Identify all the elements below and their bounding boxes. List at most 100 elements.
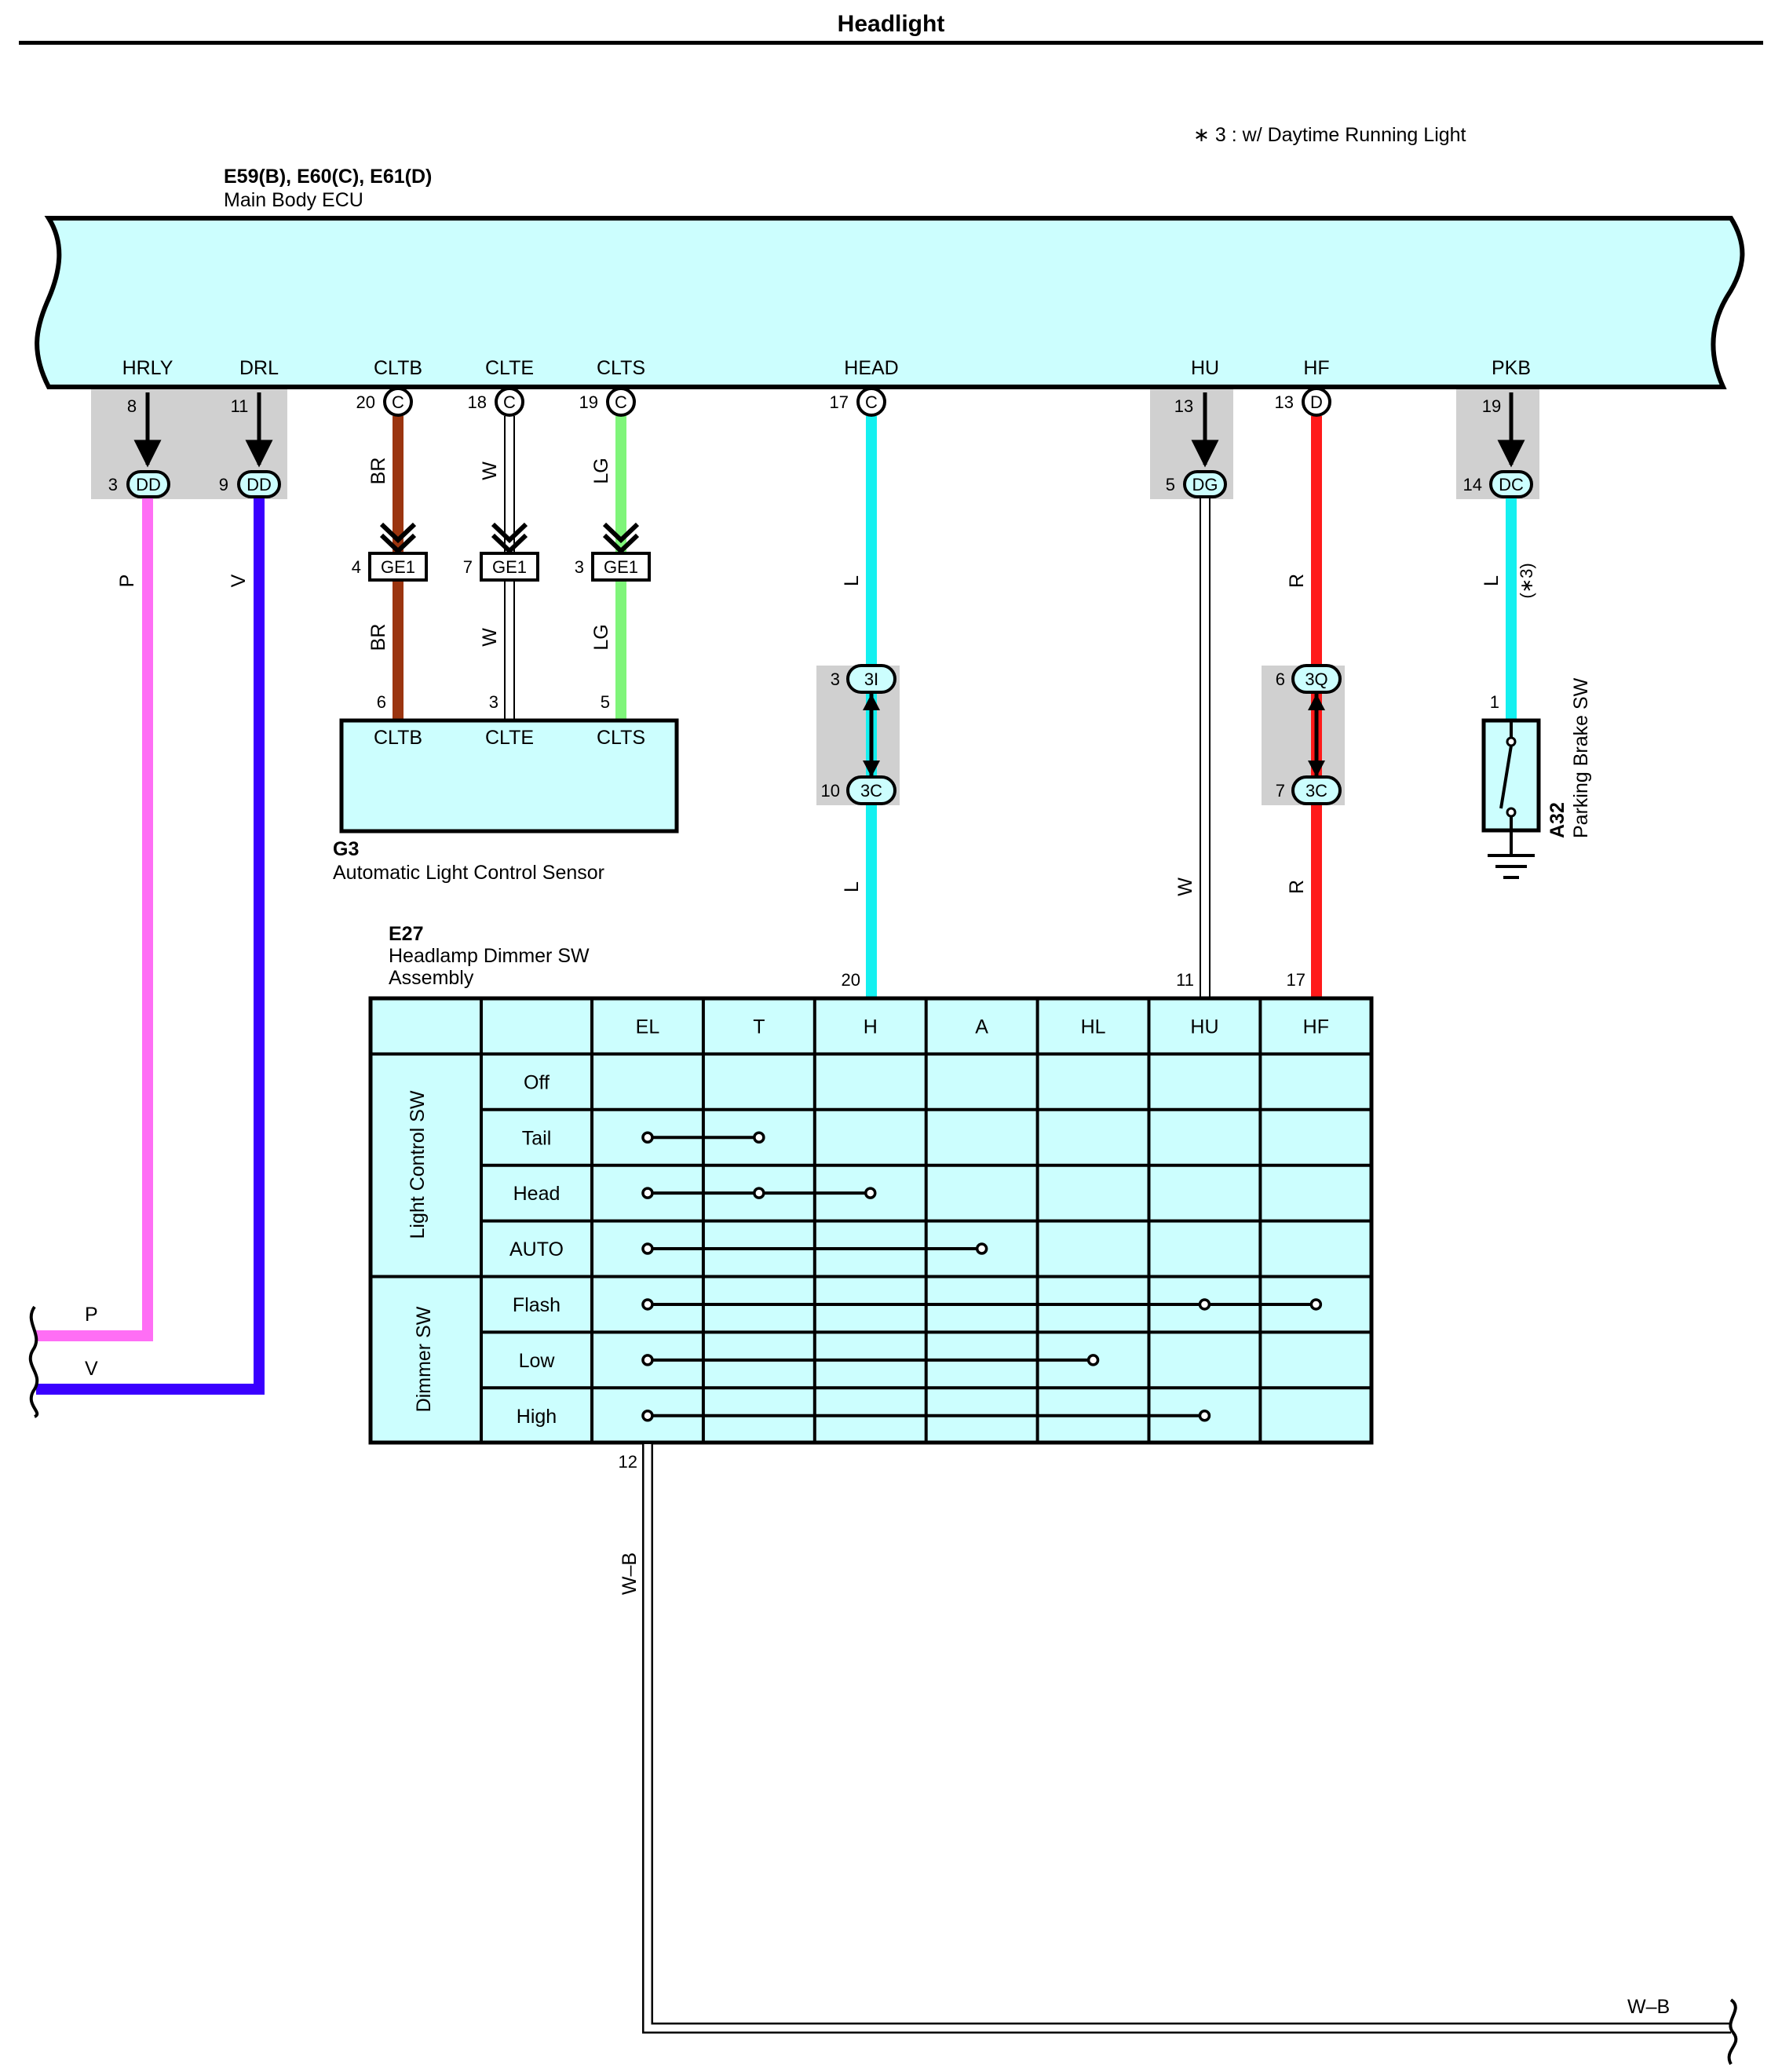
cltb-color-code-lower: BR — [367, 624, 389, 651]
dimmer-code: E27 — [389, 923, 423, 945]
head-color-code-upper: L — [841, 575, 863, 586]
hf-junction-3c-pin: 7 — [1276, 781, 1285, 801]
clts-ge1-pin: 3 — [575, 557, 584, 577]
dimmer-row-label: Off — [524, 1071, 550, 1093]
cltb-color-code-upper: BR — [367, 458, 389, 485]
cltb-ge1-connector — [368, 552, 428, 582]
drl-junction-pin: 9 — [219, 475, 228, 494]
dimmer-column-header: HF — [1303, 1016, 1329, 1038]
wire-pkb: 19 DC 14 L (∗3) 1 — [1463, 392, 1536, 720]
hu-junction-pin: 5 — [1166, 475, 1175, 494]
cltb-ge1-label: GE1 — [381, 557, 415, 577]
dimmer-group-dimmer: Dimmer SW — [413, 1306, 435, 1412]
hf-junction-arrow-down — [1308, 761, 1325, 777]
wire-hrly: 8 DD 3 P P — [36, 392, 170, 1341]
hu-junction-label: DG — [1192, 475, 1218, 494]
hf-junction-3q — [1291, 664, 1342, 694]
wire-clts: C 19 GE1 3 LG LG 5 — [575, 387, 651, 720]
ecu-terminal-hf: HF — [1303, 357, 1329, 379]
clts-color-code-lower: LG — [590, 624, 612, 650]
pkb-junction-tag — [1489, 470, 1533, 498]
dimmer-connection-dot — [1198, 1298, 1211, 1311]
head-pin-top: 17 — [830, 392, 849, 412]
drl-color-code-bottom: V — [85, 1358, 98, 1380]
ground-color-code-end: W–B — [1627, 1996, 1670, 2018]
clts-sensor-pin: 5 — [601, 692, 610, 712]
parking-sw-name: Parking Brake SW — [1570, 677, 1592, 838]
ecu-terminal-hu: HU — [1191, 357, 1219, 379]
drl-color-code: V — [228, 574, 250, 587]
dimmer-connection-dot — [1309, 1298, 1323, 1311]
head-junction-arrow-up — [863, 694, 880, 710]
pkb-color-code: L — [1481, 575, 1503, 586]
ground-color-code: W–B — [619, 1552, 641, 1595]
hf-color-code-lower: R — [1286, 880, 1308, 894]
pkb-star-note: (∗3) — [1517, 563, 1536, 598]
head-connector-label: C — [865, 392, 878, 412]
sensor-terminal-cltb: CLTB — [374, 727, 422, 749]
dimmer-group-light: Light Control SW — [407, 1090, 429, 1238]
pkb-junction-label: DC — [1499, 475, 1524, 494]
clte-ge1-pin: 7 — [463, 557, 473, 577]
parking-brake-switch — [1481, 718, 1541, 879]
pkb-junction-pin: 14 — [1463, 475, 1482, 494]
hu-pin-top: 13 — [1174, 396, 1193, 416]
hrly-color-code: P — [116, 575, 138, 588]
sensor-name: Automatic Light Control Sensor — [333, 862, 604, 884]
dimmer-column-header: A — [975, 1016, 988, 1038]
clte-ge1-label: GE1 — [492, 557, 527, 577]
drl-pin-top: 11 — [231, 396, 249, 416]
ecu-terminal-head: HEAD — [844, 357, 898, 379]
head-connector-c — [856, 387, 886, 417]
wire-ground: 12 W–B W–B — [619, 1444, 1738, 2065]
wire-head: C 17 3I 3 3C 10 L L 20 — [821, 387, 896, 998]
main-body-ecu — [35, 216, 1745, 389]
clts-connector-label: C — [615, 392, 627, 412]
ecu-terminal-hrly: HRLY — [122, 357, 173, 379]
hf-color-code-upper: R — [1286, 574, 1308, 588]
cltb-pin-top: 20 — [356, 392, 375, 412]
ecu-connectors: E59(B), E60(C), E61(D) — [224, 166, 432, 188]
head-switch-pin: 20 — [842, 970, 860, 990]
ecu-terminal-clte: CLTE — [485, 357, 534, 379]
wire-cltb: C 20 GE1 4 BR BR 6 — [352, 387, 428, 720]
hf-junction-3q-pin: 6 — [1276, 669, 1285, 689]
hrly-junction-pin: 3 — [108, 475, 118, 494]
clte-pin-top: 18 — [468, 392, 487, 412]
ecu-terminal-clts: CLTS — [597, 357, 645, 379]
clte-double-arrow — [491, 522, 528, 555]
hf-pin-top: 13 — [1275, 392, 1294, 412]
drl-junction-label: DD — [246, 475, 272, 494]
head-junction-3c-pin: 10 — [821, 781, 840, 801]
dimmer-column-header: T — [753, 1016, 765, 1038]
dimmer-connection-dot — [641, 1354, 654, 1366]
ecu-terminal-cltb: CLTB — [374, 357, 422, 379]
hf-junction-3c — [1291, 775, 1342, 805]
head-junction-3i — [846, 664, 896, 694]
dimmer-column-header: HU — [1190, 1016, 1218, 1038]
hrly-color-code-bottom: P — [85, 1304, 98, 1326]
hf-switch-pin: 17 — [1287, 970, 1305, 990]
sensor-terminal-clte: CLTE — [485, 727, 534, 749]
light-control-sensor — [339, 718, 679, 834]
dimmer-name-line2: Assembly — [389, 967, 474, 989]
head-junction-arrow-down — [863, 761, 880, 777]
pkb-pin-top: 19 — [1482, 396, 1501, 416]
ecu-name: Main Body ECU — [224, 189, 363, 211]
ecu-terminal-drl: DRL — [239, 357, 279, 379]
head-color-code-lower: L — [841, 881, 863, 892]
wire-break-symbol — [28, 1305, 39, 1418]
clte-ge1-connector — [480, 552, 539, 582]
parking-sw-code: A32 — [1546, 802, 1568, 838]
dimmer-connection-dot — [753, 1131, 765, 1144]
dimmer-connection-dot — [864, 1187, 877, 1199]
hf-junction-arrow-up — [1308, 694, 1325, 710]
dimmer-row-label: Tail — [522, 1127, 552, 1149]
hrly-junction-tag — [126, 470, 170, 498]
drl-junction-tag — [237, 470, 281, 498]
dimmer-name-line1: Headlamp Dimmer SW — [389, 945, 590, 967]
clts-color-code-upper: LG — [590, 458, 612, 483]
clts-ge1-connector — [591, 552, 651, 582]
cltb-sensor-pin: 6 — [377, 692, 386, 712]
